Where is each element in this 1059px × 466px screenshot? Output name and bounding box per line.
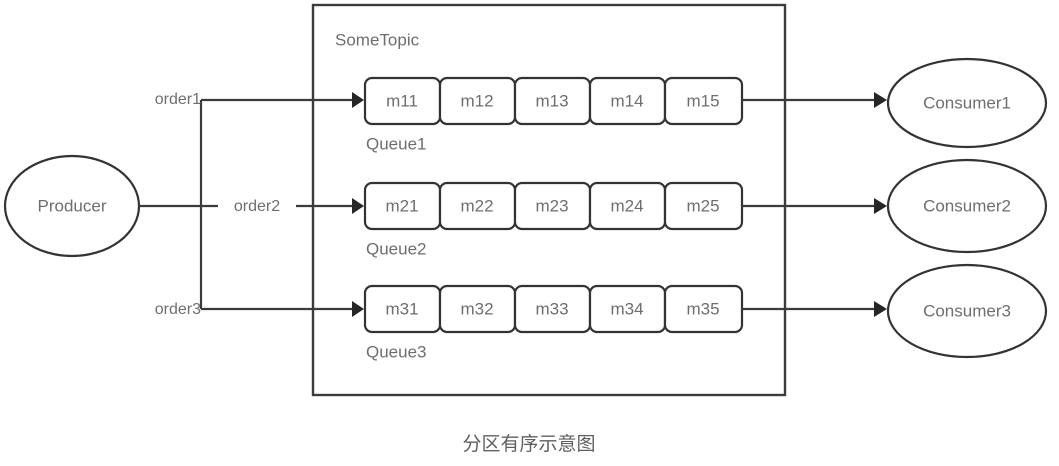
message-label: m33 xyxy=(535,299,568,318)
consumer1-arrowhead xyxy=(874,92,887,108)
topic-label: SomeTopic xyxy=(335,30,420,49)
producer-label: Producer xyxy=(38,196,107,215)
message-label: m34 xyxy=(610,299,643,318)
consumer1-node[interactable] xyxy=(886,57,1048,149)
message-label: m13 xyxy=(535,91,568,110)
consumer3-node[interactable] xyxy=(886,263,1048,359)
consumer2-label: Consumer2 xyxy=(923,196,1011,215)
message-label: m24 xyxy=(610,196,643,215)
message-label: m12 xyxy=(460,91,493,110)
consumer3-arrowhead xyxy=(874,301,887,317)
route2-label: order2 xyxy=(234,198,280,215)
diagram-caption: 分区有序示意图 xyxy=(462,433,595,455)
consumer2-arrowhead xyxy=(874,198,887,214)
message-label: m22 xyxy=(460,196,493,215)
queue-label: Queue1 xyxy=(366,134,427,153)
queue-label: Queue3 xyxy=(366,342,427,361)
topic-container xyxy=(311,3,787,397)
message-label: m14 xyxy=(610,91,643,110)
route1-arrowhead xyxy=(352,92,364,108)
message-label: m23 xyxy=(535,196,568,215)
consumer3-label: Consumer3 xyxy=(923,301,1011,320)
queue-row-2: m21 m22 m23 m24 m25 xyxy=(363,181,744,231)
consumer1-label: Consumer1 xyxy=(923,93,1011,112)
message-label: m25 xyxy=(686,196,719,215)
route2-arrowhead xyxy=(352,198,364,214)
message-label: m32 xyxy=(460,299,493,318)
route1-label: order1 xyxy=(155,91,201,108)
route3-arrowhead xyxy=(352,301,364,317)
queue-row-3: m31 m32 m33 m34 m35 xyxy=(363,284,744,334)
queue-row-1: m11 m12 m13 m14 m15 xyxy=(363,76,744,126)
message-label: m11 xyxy=(386,91,418,110)
queue-label: Queue2 xyxy=(366,239,427,258)
message-label: m35 xyxy=(686,299,719,318)
route3-label: order3 xyxy=(155,301,201,318)
consumer2-node[interactable] xyxy=(886,158,1048,254)
message-label: m31 xyxy=(385,299,418,318)
message-label: m21 xyxy=(385,196,418,215)
message-label: m15 xyxy=(686,91,719,110)
